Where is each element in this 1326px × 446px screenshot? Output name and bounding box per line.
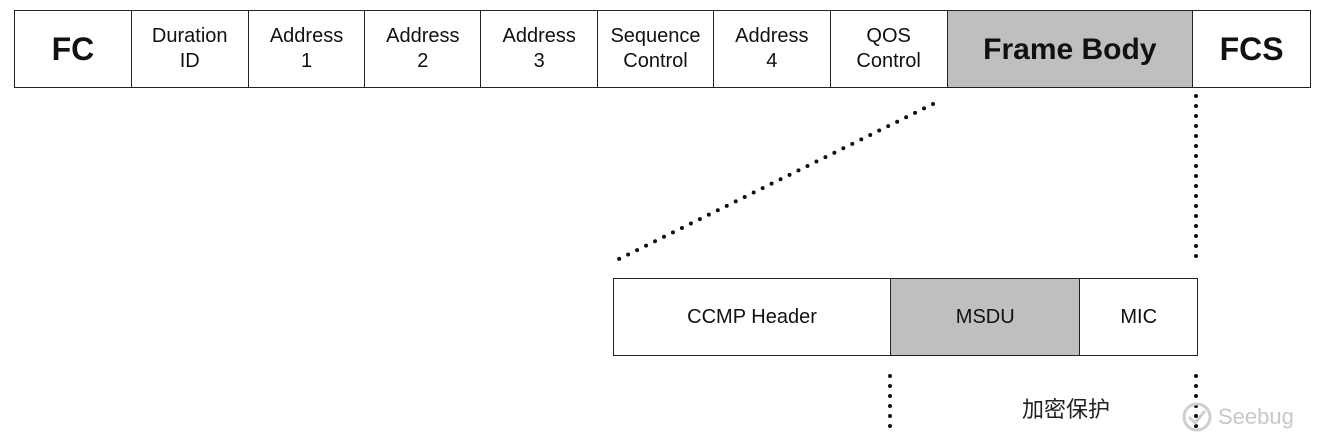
field-fcs: FCS [1219,30,1284,67]
field-frame-body: Frame Body [947,11,1194,87]
field-qos-control: QOS Control [831,11,948,87]
field-duration-id: Duration ID [132,11,249,87]
field-mic: MIC [1120,305,1158,328]
watermark-text: Seebug [1218,404,1294,429]
frame-body-breakdown: CCMP Header MSDU MIC [613,278,1198,356]
field-address-1: Address 1 [249,11,366,87]
field-sequence-control: Sequence Control [598,11,714,87]
field-address-3: Address 3 [481,11,599,87]
connector-frame-body-left [615,102,935,262]
seebug-logo-icon [1182,402,1212,432]
encrypted-protection-label: 加密保护 [1022,398,1111,423]
field-address-2: Address 2 [365,11,482,87]
mac-frame-row: FC Duration ID Address 1 Address 2 Addre… [14,10,1311,88]
seebug-watermark: Seebug [1180,400,1294,434]
field-msdu: MSDU [891,279,1081,355]
field-address-4: Address 4 [714,11,831,87]
field-ccmp-header: CCMP Header [614,279,892,355]
field-fc: FC [15,11,132,87]
